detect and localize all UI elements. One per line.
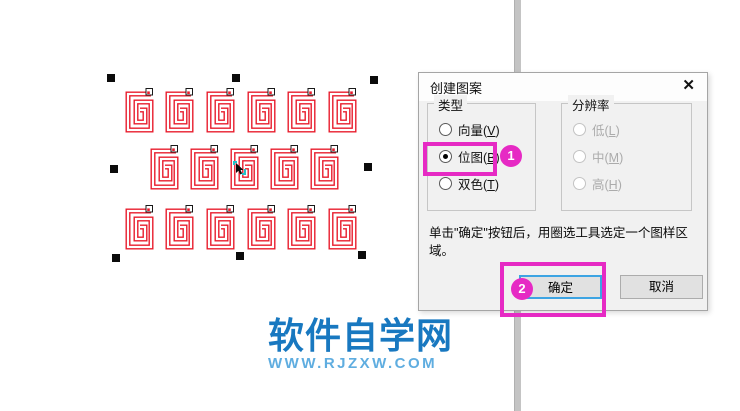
spiral-shape[interactable] (244, 205, 279, 252)
radio-icon[interactable] (439, 123, 452, 136)
group-box-resolution: 分辨率 低(L) 中(M) 高(H) (561, 95, 692, 211)
spiral-shape[interactable] (187, 145, 222, 192)
selection-handle[interactable] (358, 251, 366, 259)
dialog-title: 创建图案 (430, 80, 483, 96)
annotation-step-1-badge: 1 (500, 145, 522, 167)
radio-option-v[interactable]: 向量(V) (439, 121, 535, 138)
radio-label: 向量(V) (458, 124, 500, 138)
spiral-shape[interactable] (284, 88, 319, 135)
radio-icon (573, 123, 586, 136)
radio-icon (573, 177, 586, 190)
group-box-type: 类型 向量(V) 位图(B) 双色(T) (427, 95, 536, 211)
spiral-shape[interactable] (147, 145, 182, 192)
selection-handle[interactable] (110, 165, 118, 173)
site-logo: 软件自学网 WWW.RJZXW.COM (268, 315, 454, 373)
spiral-shape[interactable] (203, 88, 238, 135)
spiral-shape[interactable] (244, 88, 279, 135)
annotation-rect-ok (500, 262, 606, 317)
spiral-shape[interactable] (122, 88, 157, 135)
radio-label: 低(L) (592, 124, 620, 138)
radio-label: 位图(B) (458, 151, 500, 165)
selection-handle[interactable] (232, 74, 240, 82)
dialog-option-groups: 类型 向量(V) 位图(B) 双色(T) 分辨率 低(L) 中(M) 高(H) (419, 95, 707, 213)
radio-icon[interactable] (439, 177, 452, 190)
spiral-shape[interactable] (227, 145, 262, 192)
dialog-instruction-text: 单击"确定"按钮后，用圈选工具选定一个图样区域。 (429, 226, 688, 258)
selection-handle[interactable] (364, 163, 372, 171)
radio-icon (573, 150, 586, 163)
spiral-shape[interactable] (325, 88, 360, 135)
cancel-button[interactable]: 取消 (620, 275, 703, 299)
radio-option-m: 中(M) (573, 148, 691, 165)
spiral-shape[interactable] (122, 205, 157, 252)
site-logo-title: 软件自学网 (268, 315, 454, 356)
spiral-shape[interactable] (307, 145, 342, 192)
annotation-step-2-badge: 2 (511, 278, 533, 300)
spiral-shape[interactable] (203, 205, 238, 252)
create-pattern-dialog: 创建图案 ✕ 类型 向量(V) 位图(B) 双色(T) 分辨率 低(L) 中(M… (418, 72, 708, 311)
radio-label: 双色(T) (458, 178, 499, 192)
radio-label: 中(M) (592, 151, 624, 165)
close-icon[interactable]: ✕ (682, 77, 695, 94)
group-box-label: 分辨率 (568, 95, 614, 114)
annotation-rect-bitmap (423, 142, 497, 176)
spiral-shape[interactable] (284, 205, 319, 252)
selection-handle[interactable] (370, 76, 378, 84)
radio-option-h: 高(H) (573, 175, 691, 192)
selection-handle[interactable] (236, 252, 244, 260)
radio-option-b[interactable]: 位图(B) (439, 148, 535, 165)
spiral-shape[interactable] (162, 205, 197, 252)
spiral-shape[interactable] (162, 88, 197, 135)
radio-label: 高(H) (592, 178, 622, 192)
spiral-shape[interactable] (325, 205, 360, 252)
group-box-label: 类型 (434, 95, 468, 114)
site-logo-url: WWW.RJZXW.COM (268, 355, 438, 372)
selection-handle[interactable] (112, 254, 120, 262)
spiral-shape[interactable] (267, 145, 302, 192)
mouse-cursor-icon (233, 161, 246, 175)
radio-option-l: 低(L) (573, 121, 691, 138)
selection-handle[interactable] (107, 74, 115, 82)
radio-option-t[interactable]: 双色(T) (439, 175, 535, 192)
radio-icon[interactable] (439, 150, 452, 163)
